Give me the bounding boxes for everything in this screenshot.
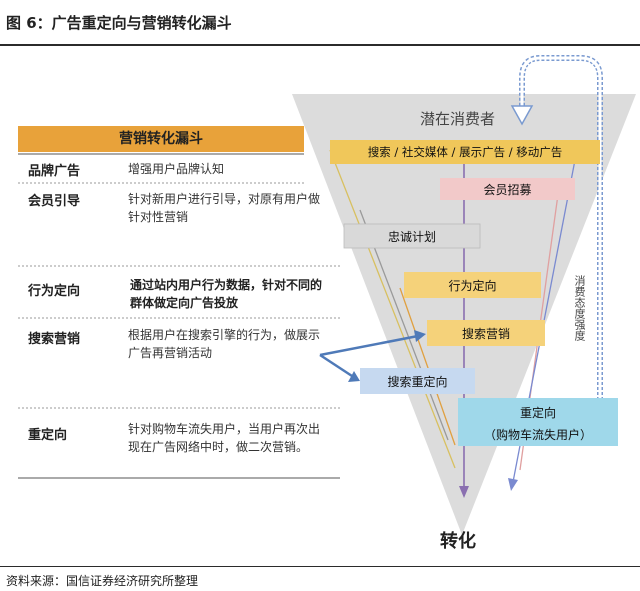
loop-label: 消费态度强度 — [573, 275, 586, 341]
box-member: 会员招募 — [483, 182, 532, 197]
box-search-marketing: 搜索营销 — [461, 326, 510, 341]
box-retarget-title: 重定向 — [519, 405, 556, 420]
box-search-marketing-bg — [427, 320, 545, 346]
funnel-right-arrowhead — [508, 478, 518, 491]
pointer-arrow-down — [319, 353, 353, 378]
box-retarget-bg — [458, 398, 618, 446]
box-search-social: 搜索 / 社交媒体 / 展示广告 / 移动广告 — [367, 145, 563, 159]
box-loyalty-bg — [343, 223, 481, 249]
row-label-member: 会员引导 — [28, 194, 81, 209]
box-retarget-subtitle: （购物车流失用户） — [483, 427, 592, 442]
funnel-bottom-label: 转化 — [440, 531, 476, 552]
funnel-top-label: 潜在消费者 — [420, 110, 496, 128]
row-desc-behavior: 通过站内用户行为数据，针对不同的群体做定向广告投放 — [130, 278, 323, 310]
row-desc-retarget: 针对购物车流失用户，当用户再次出现在广告网络中时，做二次营销。 — [128, 422, 321, 454]
loop-arrow-inner — [520, 56, 602, 400]
funnel-center-arrowhead — [459, 486, 469, 498]
loop-arrowhead — [510, 105, 534, 126]
footer-divider — [0, 566, 640, 567]
table-header: 营销转化漏斗 — [119, 131, 203, 147]
table-header-bar — [18, 126, 304, 152]
funnel-line-yellow — [329, 149, 456, 469]
pointer-arrowhead-up — [414, 330, 426, 342]
row-label-brand: 品牌广告 — [28, 164, 81, 179]
row-label-search: 搜索营销 — [28, 332, 81, 347]
source-note: 资料来源：国信证券经济研究所整理 — [6, 574, 199, 588]
row-desc-search: 根据用户在搜索引擎的行为，做展示广告再营销活动 — [128, 328, 321, 360]
pointer-arrow-up — [319, 334, 419, 357]
row-desc-member: 针对新用户进行引导，对原有用户做针对性营销 — [128, 192, 321, 224]
row-desc-brand: 增强用户品牌认知 — [128, 162, 225, 176]
funnel-line-orange — [399, 287, 456, 446]
box-member-bg — [440, 178, 575, 200]
figure-title: 图 6：广告重定向与营销转化漏斗 — [6, 14, 232, 32]
box-search-retarget-bg — [360, 368, 475, 394]
pointer-arrowhead-down — [348, 371, 360, 382]
box-behavior-bg — [404, 272, 541, 298]
box-search-retarget: 搜索重定向 — [387, 374, 448, 389]
row-label-retarget: 重定向 — [28, 428, 68, 443]
title-bar — [0, 0, 640, 46]
box-search-social-bg — [330, 140, 600, 164]
box-loyalty: 忠诚计划 — [387, 229, 436, 244]
box-behavior: 行为定向 — [448, 278, 497, 293]
row-label-behavior: 行为定向 — [28, 284, 81, 299]
